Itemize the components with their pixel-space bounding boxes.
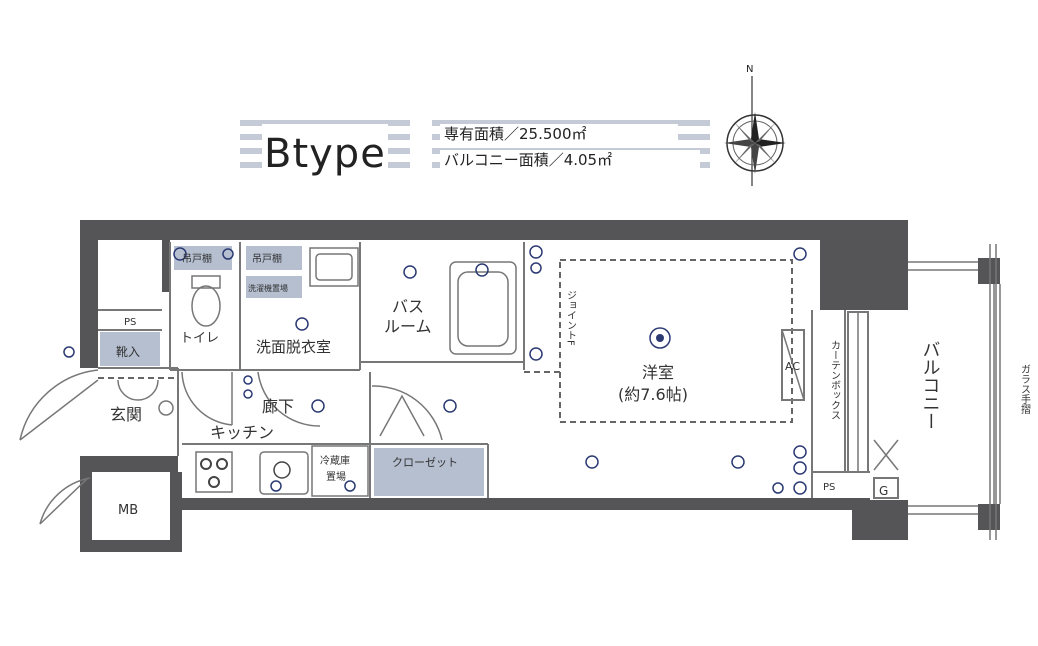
ps-top-label: PS xyxy=(124,317,136,328)
ceiling-light-icon xyxy=(649,327,671,349)
gas-meter-box xyxy=(873,477,899,499)
type-label: Btype xyxy=(264,131,386,177)
glass-railing-label: ガラス手摺 xyxy=(1019,364,1031,415)
entrance-door[interactable] xyxy=(19,369,99,441)
toilet-label: トイレ xyxy=(180,331,219,346)
genkan-label: 玄関 xyxy=(110,405,142,424)
fridge-label-line1: 冷蔵庫 xyxy=(320,454,350,467)
toilet-icon xyxy=(191,275,221,327)
mb-label: MB xyxy=(118,503,138,518)
washer-space xyxy=(246,276,302,298)
ps-bottom-label: PS xyxy=(823,482,835,493)
balcony-area-text: バルコニー面積／4.05㎡ xyxy=(444,151,612,169)
balcony-outline xyxy=(847,244,1001,540)
interior-partitions xyxy=(98,242,870,498)
washroom-door[interactable] xyxy=(257,371,321,427)
closet-label: クローゼット xyxy=(392,456,458,469)
fridge-space xyxy=(311,445,369,497)
bath-label-line2: ルーム xyxy=(384,317,432,336)
bath-label-line1: バス xyxy=(392,297,424,316)
compass-icon: N xyxy=(724,64,786,186)
storage-doors[interactable] xyxy=(98,377,178,401)
wash-basin-icon xyxy=(309,247,359,287)
closet-doors[interactable] xyxy=(371,385,443,441)
kitchen-label: キッチン xyxy=(210,423,274,442)
washer-label: 洗濯機置場 xyxy=(248,283,288,293)
exclusive-area-text: 専有面積／25.500㎡ xyxy=(444,125,587,143)
wash-shelf-label: 吊戸棚 xyxy=(252,252,282,265)
gas-meter-label: G xyxy=(879,484,888,498)
sink-icon xyxy=(259,451,309,495)
western-room-size: (約7.6帖) xyxy=(618,385,688,404)
storage-shelf xyxy=(100,332,160,366)
compass-north-label: N xyxy=(746,64,753,75)
outlet-icons xyxy=(63,245,807,495)
stove-icon xyxy=(195,451,233,493)
curtain-box-label: カーテンボックス xyxy=(829,340,841,420)
header-band: Btype 専有面積／25.500㎡ バルコニー面積／4.05㎡ xyxy=(240,120,710,177)
bathtub-icon xyxy=(449,261,517,355)
closet-shelf xyxy=(374,448,484,496)
washroom-label: 洗面脱衣室 xyxy=(256,338,331,356)
ac-label: AC xyxy=(785,360,800,373)
mb-door[interactable] xyxy=(39,477,91,525)
balcony-label: バルコニー xyxy=(920,340,941,430)
hallway-label: 廊下 xyxy=(262,397,294,416)
exterior-walls xyxy=(80,220,1000,552)
toilet-shelf-label: 吊戸棚 xyxy=(182,252,212,265)
toilet-door[interactable] xyxy=(181,371,233,426)
wash-cabinet xyxy=(246,246,302,270)
fridge-label-line2: 置場 xyxy=(326,470,346,483)
wall-mount-label: ジョイントF xyxy=(565,290,577,346)
western-room-label: 洋室 xyxy=(642,363,674,382)
aircon-outdoor xyxy=(873,439,899,471)
ac-unit xyxy=(781,329,805,401)
western-room-rug xyxy=(559,259,793,423)
storage-label: 靴入 xyxy=(116,345,140,359)
